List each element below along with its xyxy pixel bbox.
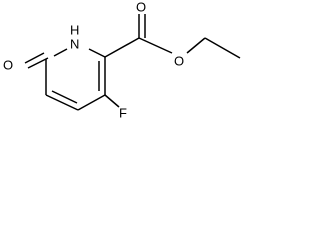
atom-fluorine: F [119,105,127,120]
bond-c6-o-second [24,52,45,64]
bond-c3-f [104,94,120,108]
atom-ring-oxygen: O [3,57,13,72]
chemical-structure: O N H O O F [3,0,241,120]
bond-c6-n1 [53,48,68,57]
bond-c6-o [27,57,49,69]
bond-c3-c4 [77,94,106,111]
bond-c2-ccarbonyl [104,37,140,58]
bond-c-o-ester [138,37,173,54]
atom-ring-hydrogen: H [70,22,79,37]
atom-ring-nitrogen: N [70,36,79,51]
bond-o-ch2 [186,37,206,54]
bond-ch2-ch3 [204,37,241,59]
bond-n1-c2 [88,48,106,58]
atom-carbonyl-oxygen: O [136,0,146,14]
atom-ester-oxygen: O [174,53,184,68]
bond-c4-c5-inner [51,90,78,104]
ethyl-ester-group [104,14,241,59]
bond-c4-c5 [45,94,79,111]
pyridinone-ring [24,48,106,111]
